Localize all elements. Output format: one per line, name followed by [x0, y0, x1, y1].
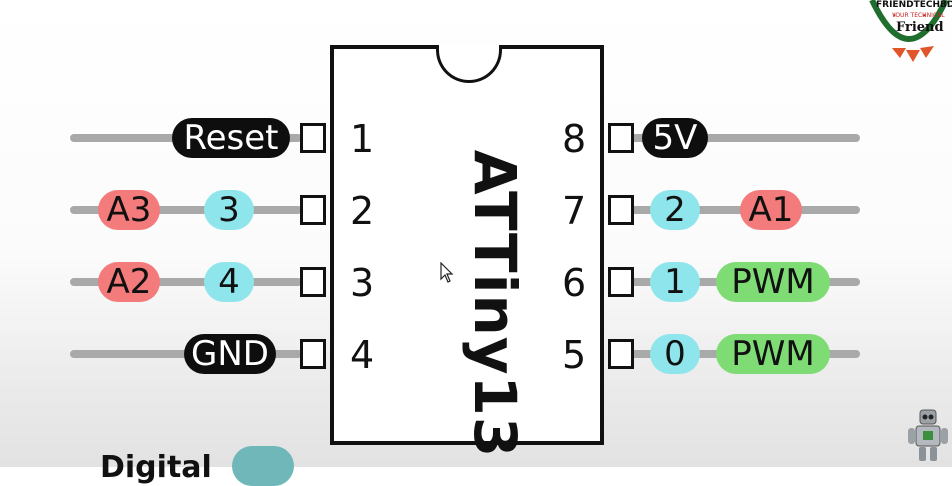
pin-number-5: 5: [562, 333, 587, 377]
chip-body: ATTiny13: [330, 45, 604, 458]
pin-pad-3: [300, 267, 326, 297]
pin-pad-8: [608, 123, 634, 153]
pin-2-label-digital: 3: [204, 190, 254, 230]
pin-number-8: 8: [562, 117, 587, 161]
pin-1-label-reset: Reset: [172, 118, 290, 158]
badge-seal-icon: ★ ★: [869, 0, 949, 62]
legend-digital-label: Digital: [100, 450, 212, 485]
pin-2-label-analog: A3: [98, 190, 160, 230]
pin-3-label-analog: A2: [98, 262, 160, 302]
pin-pad-7: [608, 195, 634, 225]
pin-7-label-digital: 2: [650, 190, 700, 230]
pin-number-3: 3: [350, 261, 375, 305]
wire-pin-8: [630, 134, 860, 142]
mouse-cursor-icon: [440, 262, 454, 283]
wire-pin-3: [70, 278, 302, 286]
pin-6-label-pwm: PWM: [716, 262, 830, 302]
legend-digital-swatch: [232, 446, 294, 486]
pin-3-label-digital: 4: [204, 262, 254, 302]
pin-6-label-digital: 1: [650, 262, 700, 302]
pin-7-label-analog: A1: [740, 190, 802, 230]
pin-number-4: 4: [350, 333, 375, 377]
pin-4-label-gnd: GND: [184, 334, 276, 374]
pin-5-label-digital: 0: [650, 334, 700, 374]
robot-mascot-icon: [908, 409, 948, 461]
pin-5-label-pwm: PWM: [716, 334, 830, 374]
pin-pad-4: [300, 339, 326, 369]
watermark-middle-text: YOUR TECHNICAL: [892, 12, 945, 19]
pinout-diagram: ATTiny13 1 2 3 4 8 7 6 5 Reset A3 3 A2 4…: [70, 0, 952, 486]
pin-8-label-5v: 5V: [642, 118, 708, 158]
svg-text:★: ★: [892, 13, 897, 19]
watermark-main-text: Friend: [896, 20, 944, 35]
wire-pin-2: [70, 206, 302, 214]
watermark-top-text: FRIENDTECHBD: [876, 0, 952, 10]
pin-number-2: 2: [350, 189, 375, 233]
pin-number-6: 6: [562, 261, 587, 305]
pin-pad-1: [300, 123, 326, 153]
chip-name: ATTiny13: [461, 149, 529, 459]
watermark-badge: ★ ★ FRIENDTECHBD YOUR TECHNICAL Friend: [866, 0, 952, 64]
chip-notch: [436, 45, 502, 83]
pin-number-1: 1: [350, 117, 375, 161]
pin-pad-2: [300, 195, 326, 225]
pin-number-7: 7: [562, 189, 587, 233]
pin-pad-6: [608, 267, 634, 297]
pin-pad-5: [608, 339, 634, 369]
svg-text:★: ★: [922, 13, 927, 19]
